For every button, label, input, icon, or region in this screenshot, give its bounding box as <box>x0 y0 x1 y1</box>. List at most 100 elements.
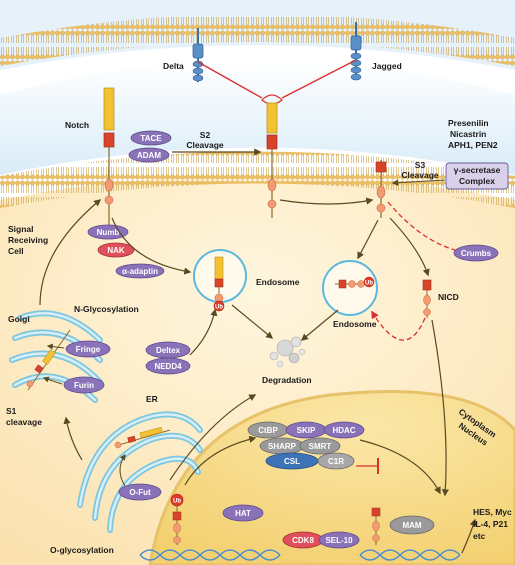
hat-protein: HAT <box>222 504 264 522</box>
nicd-degradation-link <box>371 310 426 341</box>
svg-text:Ub: Ub <box>365 281 373 287</box>
s1-cleavage-label-1: S1 <box>6 406 17 416</box>
svg-text:SMRT: SMRT <box>309 442 332 451</box>
notch-label: Notch <box>65 120 89 130</box>
nak-protein: NAK <box>97 242 135 258</box>
s3-cleavage-label-2: Cleavage <box>401 170 439 180</box>
s2-to-s3-arrow <box>279 197 374 205</box>
signal-receiving-label-2: Receiving <box>8 235 48 245</box>
fringe-arrow <box>46 343 65 350</box>
svg-text:Numb: Numb <box>97 228 120 237</box>
svg-text:SEL-10: SEL-10 <box>325 536 353 545</box>
targets-label-3: etc <box>473 531 486 541</box>
jagged-ligand <box>350 22 362 81</box>
to-endosome2-arrow <box>357 219 379 260</box>
endosome2-to-degradation-arrow <box>300 309 339 341</box>
deltex-protein: Deltex <box>145 341 191 359</box>
er-to-golgi-arrow <box>63 416 83 461</box>
svg-text:NAK: NAK <box>107 246 125 255</box>
nicd-label: NICD <box>438 292 459 302</box>
complex-to-activation-arrow <box>359 439 441 495</box>
svg-text:CtBP: CtBP <box>258 426 278 435</box>
delta-label: Delta <box>163 61 184 71</box>
aph-pen-label: APH1, PEN2 <box>448 140 498 150</box>
sharp-protein: SHARP <box>259 437 305 455</box>
adam-protein: ADAM <box>128 147 170 163</box>
targets-label-1: HES, Myc <box>473 507 512 517</box>
notch-in-golgi <box>26 329 71 391</box>
nicd-fragment <box>422 279 432 318</box>
delta-binding-link <box>197 61 263 99</box>
dna-helix-right <box>359 549 461 561</box>
endosome-2: Ub <box>322 260 378 316</box>
degradation-bubbles <box>269 336 306 368</box>
presenilin-label: Presenilin <box>448 118 489 128</box>
degradation-label: Degradation <box>262 375 312 385</box>
dna-helix-left <box>139 549 281 561</box>
s3-cleavage-arrow <box>391 179 446 186</box>
to-nicd-arrow <box>389 217 430 277</box>
c1r-protein: C1R <box>317 452 355 470</box>
nuclear-degradation-arrow <box>169 394 257 481</box>
svg-text:Ub: Ub <box>215 305 223 311</box>
sending-cell-membrane <box>0 14 515 67</box>
endosome-label-2: Endosome <box>333 319 377 329</box>
tace-protein: TACE <box>130 130 172 146</box>
svg-text:CSL: CSL <box>284 457 300 466</box>
n-glycosylation-label: N-Glycosylation <box>74 304 139 314</box>
jagged-label: Jagged <box>372 61 402 71</box>
ofut-protein: O-Fut <box>118 483 162 501</box>
fringe-protein: Fringe <box>65 340 111 358</box>
nicd-to-nucleus-arrow <box>431 319 449 497</box>
signal-receiving-label-1: Signal <box>8 224 34 234</box>
o-glycosylation-label: O-glycosylation <box>50 545 114 555</box>
svg-text:γ-secretase: γ-secretase <box>454 165 501 175</box>
crumbs-protein: Crumbs <box>453 244 499 262</box>
sel10-protein: SEL-10 <box>318 531 360 549</box>
nuclear-nicd <box>371 507 381 545</box>
ubiquitinated-nicd: Ub <box>170 493 184 545</box>
svg-text:α-adaptin: α-adaptin <box>122 267 158 276</box>
extracellular-space <box>0 60 515 175</box>
csl-protein: CSL <box>265 452 319 470</box>
svg-text:C1R: C1R <box>328 457 344 466</box>
furin-protein: Furin <box>63 376 105 394</box>
numb-protein: Numb <box>87 224 129 240</box>
svg-text:HAT: HAT <box>235 509 251 518</box>
svg-text:MAM: MAM <box>402 521 421 530</box>
delta-ligand <box>192 28 204 82</box>
endosome-label-1: Endosome <box>256 277 300 287</box>
deltex-arrow <box>189 308 218 356</box>
notch-in-er <box>114 426 171 449</box>
svg-text:Ub: Ub <box>173 499 181 505</box>
svg-text:Furin: Furin <box>74 381 94 390</box>
cdk8-protein: CDK8 <box>282 531 324 549</box>
s2-cleavage-label-2: Cleavage <box>186 140 224 150</box>
crumbs-inhibition-link <box>387 201 456 251</box>
s1-cleavage-label-2: cleavage <box>6 417 42 427</box>
nicastrin-label: Nicastrin <box>450 129 486 139</box>
svg-text:SKIP: SKIP <box>297 426 316 435</box>
jagged-binding-link <box>281 59 357 99</box>
svg-text:Deltex: Deltex <box>156 346 181 355</box>
signal-receiving-label-3: Cell <box>8 246 24 256</box>
svg-text:Complex: Complex <box>459 176 495 186</box>
svg-text:NEDD4: NEDD4 <box>154 362 182 371</box>
svg-text:HDAC: HDAC <box>332 426 355 435</box>
ctbp-protein: CtBP <box>247 421 289 439</box>
notch-receptor-full <box>103 87 115 225</box>
svg-text:Fringe: Fringe <box>76 345 101 354</box>
to-repressor-arrow <box>184 435 257 486</box>
s3-cleavage-label-1: S3 <box>415 160 426 170</box>
smrt-protein: SMRT <box>299 437 341 455</box>
notch-receptor-cleaved <box>375 160 387 218</box>
nedd4-protein: NEDD4 <box>145 357 191 375</box>
skip-protein: SKIP <box>285 421 327 439</box>
notch-receptor-bound <box>266 102 278 218</box>
svg-text:SHARP: SHARP <box>268 442 297 451</box>
endosome1-to-degradation-arrow <box>231 304 274 339</box>
svg-text:CDK8: CDK8 <box>292 536 314 545</box>
er-label: ER <box>146 394 158 404</box>
